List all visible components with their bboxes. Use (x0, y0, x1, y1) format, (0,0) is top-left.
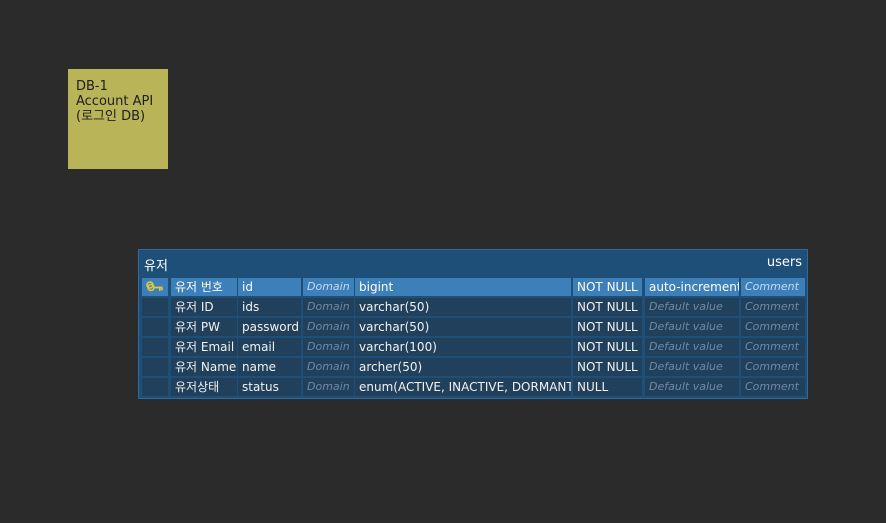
column-default[interactable]: Default value (645, 298, 739, 316)
pk-cell[interactable] (142, 318, 168, 336)
column-logical-name[interactable]: 유저 Email (171, 338, 237, 356)
column-data-type[interactable]: varchar(100) (355, 338, 571, 356)
memo-note[interactable]: DB-1 Account API (로그인 DB) (68, 69, 168, 169)
column-nullable[interactable]: NOT NULL (573, 298, 642, 316)
column-comment[interactable]: Comment (741, 378, 805, 396)
column-data-type[interactable]: bigint (355, 278, 571, 296)
note-line-2: Account API (76, 94, 154, 109)
column-nullable[interactable]: NULL (573, 378, 642, 396)
pk-cell[interactable] (142, 298, 168, 316)
column-data-type[interactable]: archer(50) (355, 358, 571, 376)
column-default[interactable]: Default value (645, 378, 739, 396)
column-comment[interactable]: Comment (741, 278, 805, 296)
column-nullable[interactable]: NOT NULL (573, 338, 642, 356)
column-physical-name[interactable]: id (238, 278, 301, 296)
note-line-3: (로그인 DB) (76, 109, 146, 124)
table-logical-name: 유저 (144, 259, 168, 274)
column-logical-name[interactable]: 유저상태 (171, 378, 237, 396)
column-nullable[interactable]: NOT NULL (573, 358, 642, 376)
column-comment[interactable]: Comment (741, 298, 805, 316)
column-comment[interactable]: Comment (741, 318, 805, 336)
column-domain[interactable]: Domain (303, 378, 354, 396)
column-nullable[interactable]: NOT NULL (573, 278, 642, 296)
pk-cell[interactable] (142, 358, 168, 376)
column-nullable[interactable]: NOT NULL (573, 318, 642, 336)
column-data-type[interactable]: varchar(50) (355, 318, 571, 336)
pk-cell[interactable] (142, 278, 168, 296)
column-logical-name[interactable]: 유저 ID (171, 298, 237, 316)
column-physical-name[interactable]: ids (238, 298, 301, 316)
column-physical-name[interactable]: password (238, 318, 301, 336)
pk-cell[interactable] (142, 338, 168, 356)
column-domain[interactable]: Domain (303, 338, 354, 356)
table-physical-name: users (766, 255, 802, 270)
column-data-type[interactable]: varchar(50) (355, 298, 571, 316)
column-domain[interactable]: Domain (303, 278, 354, 296)
key-icon (146, 281, 163, 292)
column-data-type[interactable]: enum(ACTIVE, INACTIVE, DORMANT) (355, 378, 571, 396)
column-logical-name[interactable]: 유저 번호 (171, 278, 237, 296)
column-logical-name[interactable]: 유저 PW (171, 318, 237, 336)
column-domain[interactable]: Domain (303, 298, 354, 316)
column-physical-name[interactable]: name (238, 358, 301, 376)
column-default[interactable]: auto-increment (645, 278, 739, 296)
column-comment[interactable]: Comment (741, 338, 805, 356)
column-default[interactable]: Default value (645, 358, 739, 376)
pk-cell[interactable] (142, 378, 168, 396)
column-physical-name[interactable]: status (238, 378, 301, 396)
column-physical-name[interactable]: email (238, 338, 301, 356)
column-comment[interactable]: Comment (741, 358, 805, 376)
note-line-1: DB-1 (76, 79, 108, 94)
column-default[interactable]: Default value (645, 318, 739, 336)
column-domain[interactable]: Domain (303, 318, 354, 336)
column-logical-name[interactable]: 유저 Name (171, 358, 237, 376)
table-header[interactable]: 유저 users (139, 250, 807, 276)
column-default[interactable]: Default value (645, 338, 739, 356)
column-domain[interactable]: Domain (303, 358, 354, 376)
